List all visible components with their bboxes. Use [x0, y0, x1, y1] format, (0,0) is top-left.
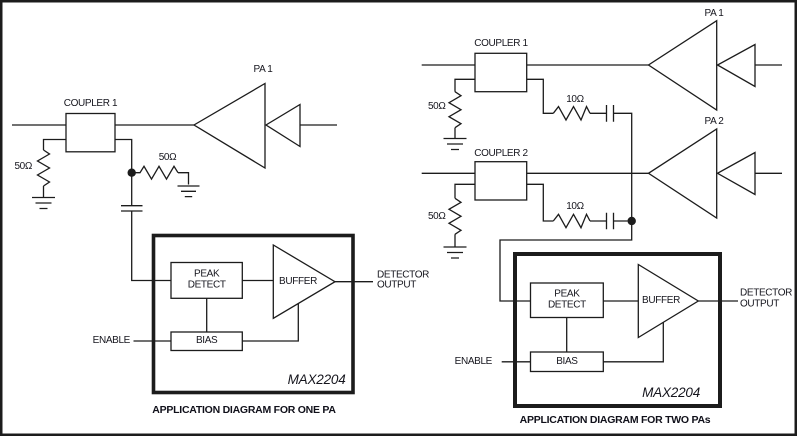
- right-part-number: MAX2204: [642, 384, 700, 400]
- left-max2204-boundary: [151, 233, 355, 395]
- left-peak-detect-label: PEAK DETECT: [187, 268, 226, 291]
- right-pa2-stage2: [716, 151, 756, 196]
- right-junction-dot: [627, 216, 636, 226]
- right-caption: APPLICATION DIAGRAM FOR TWO PAs: [519, 413, 711, 426]
- left-circuit: [12, 82, 373, 395]
- right-detector-output-label: DETECTOR OUTPUT: [740, 287, 793, 310]
- right-pa1-label: PA 1: [704, 7, 724, 19]
- left-detector-output-label: DETECTOR OUTPUT: [377, 269, 430, 291]
- right-iso2-wire: [526, 183, 628, 222]
- left-internal-wires: [133, 279, 373, 342]
- left-detector-output-line1: DETECTOR: [377, 269, 430, 280]
- right-term1-resistor: [447, 91, 463, 129]
- right-peak-detect-line2: DETECT: [547, 299, 586, 311]
- left-detector-output-line2: OUTPUT: [377, 279, 417, 291]
- right-enable-label: ENABLE: [454, 355, 493, 367]
- right-iso2-resistor-value: 10Ω: [566, 200, 584, 212]
- left-pa1-label: PA 1: [253, 63, 273, 75]
- right-detector-feed-wire: [499, 225, 633, 302]
- right-internal-wires: [501, 300, 738, 363]
- left-term-ground-icon: [32, 196, 55, 210]
- right-cap2: [605, 212, 615, 230]
- left-bias-label: BIAS: [195, 335, 218, 347]
- left-term-wire: [42, 138, 66, 198]
- right-term2-ground-icon: [443, 246, 467, 259]
- left-tap-resistor-value: 50Ω: [158, 151, 177, 163]
- right-term2-wire: [454, 183, 475, 247]
- left-buffer-label: BUFFER: [279, 275, 317, 287]
- left-enable-label: ENABLE: [92, 334, 131, 346]
- right-coupler1-label: COUPLER 1: [474, 37, 528, 49]
- right-detector-output-line2: OUTPUT: [740, 298, 780, 309]
- left-tap-wire: [115, 138, 133, 169]
- right-coupler2-box: [474, 161, 528, 201]
- right-term1-resistor-value: 50Ω: [427, 100, 446, 112]
- right-iso1-resistor-value: 10Ω: [566, 93, 584, 105]
- left-tap-wire2: [178, 172, 190, 185]
- right-pa2-stage1: [647, 127, 718, 220]
- left-part-number: MAX2204: [287, 371, 346, 387]
- left-pa1-stage1: [192, 82, 266, 170]
- right-coupler2-label: COUPLER 2: [474, 147, 528, 159]
- left-term-resistor-value: 50Ω: [14, 160, 32, 172]
- left-term-resistor: [36, 149, 51, 187]
- left-cap-wire: [131, 176, 171, 282]
- right-term1-wire: [454, 78, 475, 139]
- right-term2-resistor-value: 50Ω: [427, 210, 446, 222]
- right-pa1-stage1: [647, 19, 718, 112]
- left-peak-detect-line1: PEAK: [194, 268, 220, 280]
- right-bias-label: BIAS: [556, 355, 578, 367]
- left-peak-detect-line2: DETECT: [187, 279, 226, 291]
- left-tap-resistor: [131, 165, 179, 181]
- right-pa2-label: PA 2: [704, 115, 724, 127]
- right-peak-detect-label: PEAK DETECT: [547, 288, 586, 311]
- right-circuit: [421, 19, 782, 408]
- right-term1-ground-icon: [443, 137, 467, 151]
- left-buffer-triangle: [272, 243, 337, 320]
- right-pa1-stage2: [716, 43, 756, 88]
- right-iso1-wire: [526, 78, 633, 221]
- left-junction-dot: [127, 168, 136, 177]
- right-buffer-label: BUFFER: [642, 294, 680, 306]
- right-max2204-boundary: [513, 252, 722, 408]
- right-term2-resistor: [447, 197, 463, 235]
- right-iso2-resistor: [552, 212, 591, 230]
- right-peak-detect-line1: PEAK: [554, 288, 580, 300]
- left-caption: APPLICATION DIAGRAM FOR ONE PA: [152, 403, 336, 416]
- right-cap1: [605, 105, 615, 122]
- right-iso1-resistor: [552, 105, 591, 122]
- left-coupler1-box: [65, 112, 116, 153]
- right-detector-output-line1: DETECTOR: [740, 287, 793, 299]
- left-coupler1-label: COUPLER 1: [63, 97, 118, 109]
- left-pa1-stage2: [264, 103, 301, 148]
- right-coupler1-box: [474, 52, 528, 93]
- left-coupling-cap: [121, 205, 143, 212]
- left-tap-ground-icon: [177, 185, 200, 198]
